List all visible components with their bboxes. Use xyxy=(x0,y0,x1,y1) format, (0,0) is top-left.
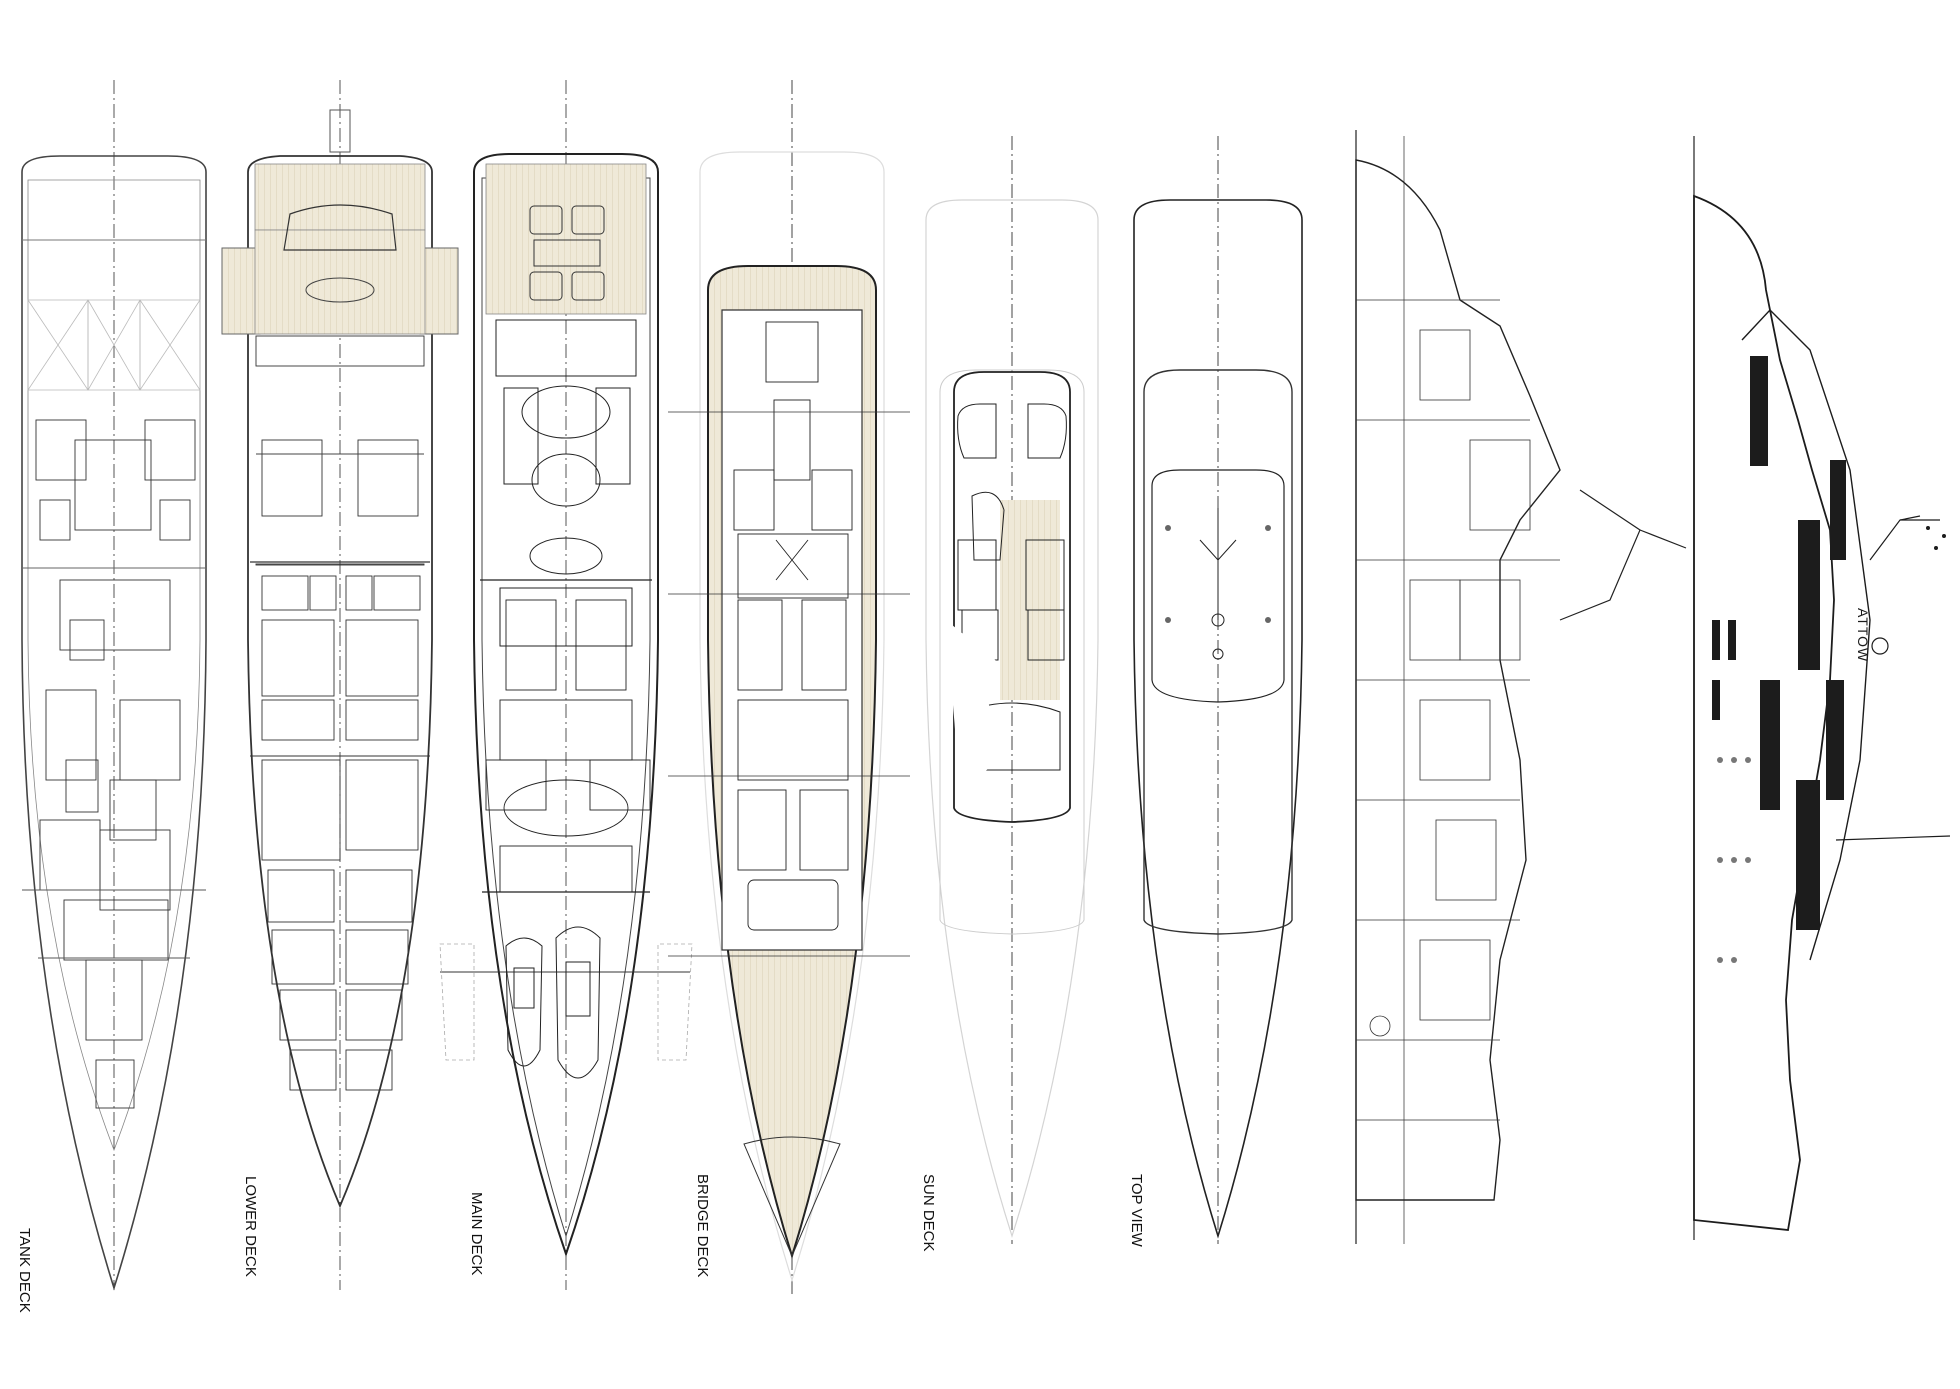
lower-deck-side-platform-stbd xyxy=(419,247,459,335)
lower-deck-lounge-table xyxy=(305,277,375,303)
deck-label-top-view: TOP VIEW xyxy=(1128,1174,1145,1248)
sun-deck-ghost-outline xyxy=(939,369,1085,935)
bridge-deck-section-markers xyxy=(668,411,910,957)
sun-deck-render-gap xyxy=(946,620,1000,790)
sun-deck-teak-area xyxy=(1000,500,1060,700)
lower-deck-side-platform-port xyxy=(221,247,261,335)
main-deck-saloon xyxy=(495,319,637,647)
hull-name-lettering: ATTOW xyxy=(1855,608,1871,662)
profile-portholes xyxy=(1717,757,1751,963)
main-deck-aft-deck xyxy=(485,163,647,315)
main-deck-owner-suite xyxy=(485,599,651,893)
tank-deck-tanks xyxy=(27,299,201,391)
profile-hull-outline xyxy=(1693,194,1835,1231)
tank-deck-hull xyxy=(21,155,207,1291)
lower-deck-beach-club xyxy=(254,229,426,335)
lower-deck-aft-stair xyxy=(283,204,397,251)
main-deck-bulwark xyxy=(481,177,651,1238)
lower-deck-plan: LOWER DECK xyxy=(221,80,459,1290)
profile-superstructure xyxy=(1741,308,1871,961)
tank-deck-engine-room xyxy=(35,419,196,1109)
main-deck-aft-seating xyxy=(529,205,605,301)
top-view-fixtures xyxy=(1165,525,1271,623)
sun-deck-plan: SUN DECK xyxy=(920,136,1099,1252)
lower-deck-guest-cabins xyxy=(255,335,425,1091)
section-decks xyxy=(1356,299,1560,1121)
top-view-hull xyxy=(1133,199,1303,1239)
top-view-plan: TOP VIEW xyxy=(1128,136,1303,1248)
tank-deck-inner-hull xyxy=(27,179,201,1152)
tank-deck-plan: TANK DECK xyxy=(16,80,207,1313)
bridge-deck-superstructure xyxy=(721,309,863,951)
profile-windows xyxy=(1712,356,1846,930)
deck-label-bridge: BRIDGE DECK xyxy=(694,1174,711,1277)
top-view-hardtop xyxy=(1151,469,1285,703)
lower-deck-beach-club-aft xyxy=(254,163,426,231)
bridge-deck-foredeck xyxy=(743,1136,841,1258)
profile-mast xyxy=(1835,515,1951,841)
main-deck-plan: MAIN DECK xyxy=(439,80,693,1290)
main-deck-hull xyxy=(473,153,659,1258)
deck-label-tank: TANK DECK xyxy=(16,1228,33,1313)
profile-nav-lights xyxy=(1926,526,1946,550)
lower-deck-hull xyxy=(247,155,433,1209)
lower-deck-davit xyxy=(329,109,351,153)
section-profile xyxy=(1355,130,1687,1244)
bridge-deck-plan: BRIDGE DECK xyxy=(668,80,910,1296)
sun-deck-hull xyxy=(953,371,1071,823)
bridge-deck-interiors xyxy=(733,321,853,931)
deck-label-sun: SUN DECK xyxy=(920,1174,937,1252)
deck-label-lower: LOWER DECK xyxy=(242,1176,259,1277)
section-compartments xyxy=(1369,329,1531,1037)
main-deck-garage-door-port xyxy=(439,943,475,1061)
top-view-mast xyxy=(1199,508,1237,660)
main-deck-garage-door-stbd xyxy=(657,943,693,1061)
section-mast xyxy=(1559,489,1687,621)
deck-label-main: MAIN DECK xyxy=(468,1192,485,1275)
bridge-deck-lower-hull-ghost xyxy=(699,151,885,1283)
exterior-profile: ATTOW xyxy=(1693,136,1951,1240)
main-deck-tenders xyxy=(505,926,601,1079)
sun-deck-ghost-hull xyxy=(925,199,1099,1238)
top-view-superstructure xyxy=(1143,369,1293,935)
